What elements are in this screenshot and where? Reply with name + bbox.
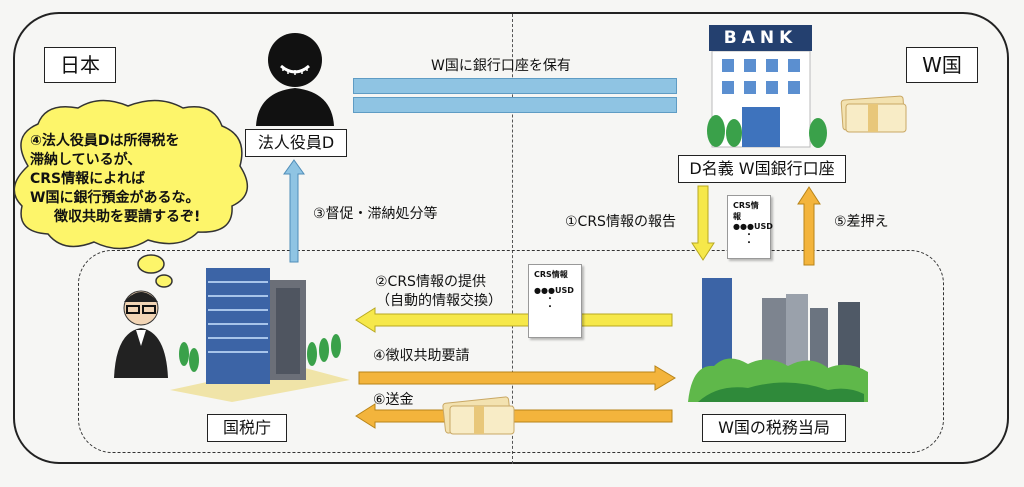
region-japan: 日本 [44, 47, 116, 83]
bubble-line: 徴収共助を要請するぞ! [54, 209, 201, 225]
account-caption: W国に銀行口座を保有 [431, 58, 571, 74]
flow-seize-label: ⑤差押え [834, 214, 889, 230]
seize-arrow [797, 186, 821, 266]
thought-bubble-shape [13, 99, 249, 288]
border-divider [512, 14, 513, 464]
bank-sign: BANK [709, 25, 812, 51]
outer-frame [13, 12, 1009, 464]
node-nta: 国税庁 [207, 414, 287, 442]
flow-remit-label: ⑥送金 [373, 392, 414, 408]
flow-collect-label: ③督促・滞納処分等 [313, 206, 438, 222]
doc-dots: ・ [546, 294, 554, 303]
bank-building-icon [707, 51, 827, 148]
doc-dots: ・ [546, 302, 554, 311]
w-tax-authority-city-icon [688, 278, 868, 402]
cash-bundle-icon [840, 95, 907, 133]
account-link-bar-bottom [353, 97, 677, 113]
node-w-tax: W国の税務当局 [702, 414, 846, 442]
nta-building-icon [170, 268, 350, 402]
inspector-person-icon [114, 290, 168, 378]
doc-amount: ●●●USD [534, 286, 574, 295]
report-arrow [691, 185, 715, 261]
crs-document: CRS情報 ●●●USD ・ ・ [528, 264, 582, 338]
flow-provide-label: ②CRS情報の提供 [375, 274, 486, 290]
doc-amount: ●●●USD [733, 222, 773, 231]
flow-report-label: ①CRS情報の報告 [565, 214, 676, 230]
provide-arrow [355, 307, 673, 333]
remit-cash-icon [442, 396, 515, 435]
bubble-line: 滞納しているが、 [30, 152, 142, 168]
flow-request-label: ④徴収共助要請 [373, 348, 470, 364]
crs-document-top: CRS情報 ●●●USD ・ ・ [727, 195, 773, 259]
bubble-line: W国に銀行預金があるな。 [30, 190, 200, 206]
doc-dots: ・ [745, 230, 753, 239]
doc-title: CRS情報 [534, 270, 568, 279]
doc-title: CRS情報 [733, 201, 759, 221]
collect-arrow [283, 159, 305, 263]
flow-provide-sublabel: （自動的情報交換） [376, 293, 502, 309]
bubble-line: CRS情報によれば [30, 171, 146, 187]
account-link-bar-top [353, 78, 677, 94]
node-account: D名義 W国銀行口座 [678, 155, 846, 183]
request-arrow [358, 365, 676, 391]
region-w: W国 [906, 47, 978, 83]
doc-dots: ・ [745, 238, 753, 247]
officer-silhouette-icon [256, 33, 334, 126]
node-officer: 法人役員D [245, 129, 347, 157]
bubble-line: ④法人役員Dは所得税を [30, 133, 180, 149]
tax-authority-frame [78, 250, 944, 453]
thought-bubble-text: ④法人役員Dは所得税を 滞納しているが、 CRS情報によれば W国に銀行預金があ… [30, 132, 240, 227]
